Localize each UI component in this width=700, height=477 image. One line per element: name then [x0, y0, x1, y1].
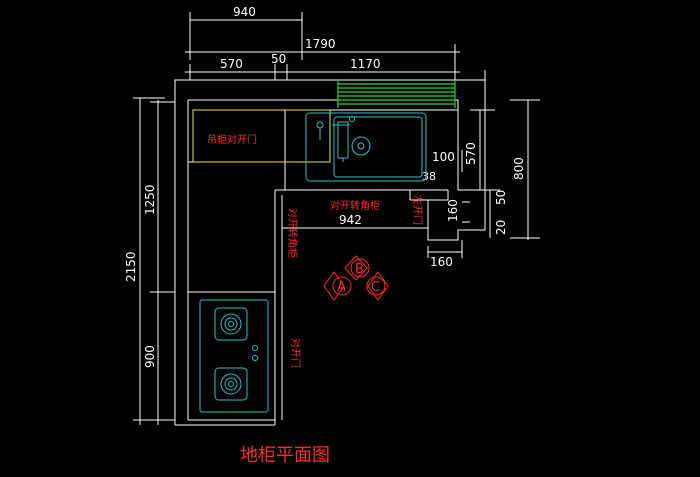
- marker-b: B: [355, 262, 364, 277]
- dim-left-900: 900: [143, 345, 157, 368]
- dim-top-50: 50: [271, 52, 286, 66]
- marker-a-arrow: [323, 271, 345, 301]
- view-markers: [323, 255, 389, 301]
- stove: [199, 299, 269, 413]
- marker-b-circle: [350, 258, 370, 278]
- dim-right-160-bottom: 160: [430, 255, 453, 269]
- dim-inner-942: 942: [339, 213, 362, 227]
- right-dimensions: [427, 99, 540, 258]
- wall-cabinet: [192, 109, 331, 163]
- corner-vertical-label: 对开转角柜: [286, 208, 299, 258]
- window-hatch: [337, 80, 456, 108]
- corner-cabinet-label: 对开转角柜: [330, 199, 380, 212]
- marker-a: A: [337, 280, 346, 295]
- dim-right-570: 570: [464, 142, 478, 165]
- dim-right-50: 50: [494, 190, 508, 205]
- dim-right-100: 100: [432, 150, 455, 164]
- left-door-label: 左开门: [411, 195, 424, 225]
- dim-right-20: 20: [494, 220, 508, 235]
- dim-left-1250: 1250: [143, 184, 157, 215]
- dim-right-38: 38: [422, 170, 436, 183]
- dim-right-800: 800: [512, 157, 526, 180]
- dim-top-570: 570: [220, 57, 243, 71]
- drawing-title: 地柜平面图: [240, 445, 330, 466]
- marker-c-circle: [366, 276, 386, 296]
- top-dimensions: [185, 12, 486, 85]
- dim-left-2150: 2150: [124, 251, 138, 282]
- double-door-label: 对开门: [289, 338, 302, 368]
- dim-top-1790: 1790: [305, 37, 336, 51]
- marker-c: C: [371, 280, 380, 295]
- dim-top-1170: 1170: [350, 57, 381, 71]
- sink: [305, 112, 427, 182]
- dim-top-940: 940: [233, 5, 256, 19]
- marker-a-circle: [332, 276, 352, 296]
- dim-right-160: 160: [446, 199, 460, 222]
- marker-c-arrow: [367, 271, 389, 301]
- wall-cabinet-label: 吊柜对开门: [207, 133, 257, 146]
- marker-b-arrow: [344, 255, 368, 281]
- left-dimensions: [133, 97, 175, 425]
